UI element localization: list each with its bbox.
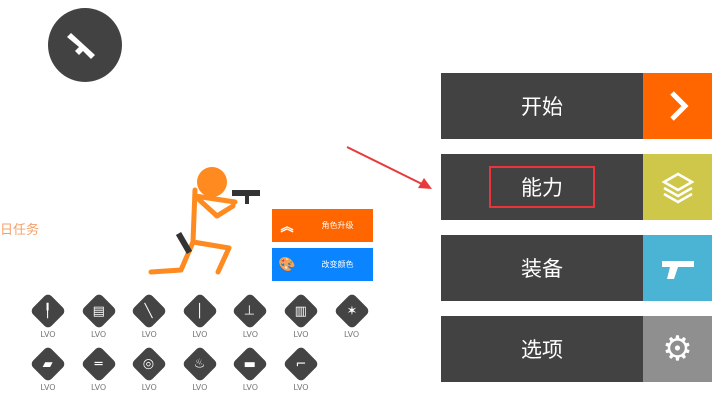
skill-level: LVO	[141, 383, 157, 392]
palette-icon: 🎨	[278, 256, 296, 273]
smg-icon: ⊥	[232, 292, 269, 330]
skill-slot[interactable]: ♨LVO	[175, 345, 225, 392]
start-button[interactable]: 开始	[441, 73, 712, 139]
skill-slot[interactable]: ⊥LVO	[225, 292, 275, 339]
skill-slot[interactable]: ✶LVO	[327, 292, 377, 339]
skill-level: LVO	[90, 330, 107, 339]
skill-slot[interactable]: ▥LVO	[276, 292, 326, 339]
equipment-button[interactable]: 装备	[441, 235, 712, 301]
skill-slot[interactable]: ⌐LVO	[276, 345, 326, 392]
pistol-icon: ⌐	[282, 345, 320, 383]
machine-gun-icon: ═	[80, 345, 117, 383]
rifle-icon: ╿	[29, 292, 67, 330]
skill-level: LVO	[293, 383, 309, 392]
skill-level: LVO	[40, 383, 56, 392]
skill-level: LVO	[293, 330, 309, 339]
skill-slot[interactable]: ▤LVO	[74, 292, 124, 339]
abilities-label: 能力	[489, 166, 595, 208]
shield-icon: ▤	[80, 292, 117, 330]
stickman-character	[148, 167, 260, 275]
skill-slot[interactable]: ╲LVO	[124, 292, 174, 339]
skill-slot[interactable]: ═LVO	[74, 345, 124, 392]
skill-level: LVO	[40, 330, 56, 339]
skill-slot[interactable]: │LVO	[175, 292, 225, 339]
crosshair-icon: ◎	[130, 345, 168, 383]
options-button[interactable]: 选项 ⚙	[441, 316, 712, 382]
bullet-icon: ▰	[29, 345, 67, 383]
skill-slot[interactable]: ▬LVO	[225, 345, 275, 392]
chevron-right-icon	[643, 73, 712, 139]
daily-task-label[interactable]: 日任务	[0, 223, 40, 238]
double-chevron-up-icon: ︽	[280, 220, 294, 235]
pistol-icon	[643, 235, 712, 301]
skill-level: LVO	[343, 330, 360, 339]
change-color-button[interactable]: 🎨 改变颜色	[272, 248, 373, 281]
ammo-icon: ▥	[282, 292, 320, 330]
skill-level: LVO	[242, 383, 258, 392]
shotgun-icon: │	[181, 292, 219, 330]
skill-level: LVO	[90, 383, 107, 392]
pistol-icon	[67, 33, 95, 59]
skill-slot[interactable]: ◎LVO	[124, 345, 174, 392]
skill-level: LVO	[192, 383, 208, 392]
skill-level: LVO	[192, 330, 208, 339]
skill-level: LVO	[242, 330, 258, 339]
abilities-button[interactable]: 能力	[441, 154, 712, 220]
sniper-icon: ╲	[130, 292, 168, 330]
fire-icon: ♨	[181, 345, 219, 383]
pointer-arrow	[346, 146, 432, 189]
upgrade-character-button[interactable]: ︽ 角色升级	[272, 209, 373, 242]
skill-slot[interactable]: ╿LVO	[23, 292, 73, 339]
layers-icon	[643, 154, 712, 220]
skill-level: LVO	[141, 330, 157, 339]
explosion-icon: ✶	[333, 292, 370, 330]
weapon-badge[interactable]	[48, 8, 122, 82]
heavy-gun-icon: ▬	[232, 345, 269, 383]
skill-slot[interactable]: ▰LVO	[23, 345, 73, 392]
gear-icon: ⚙	[643, 316, 712, 382]
